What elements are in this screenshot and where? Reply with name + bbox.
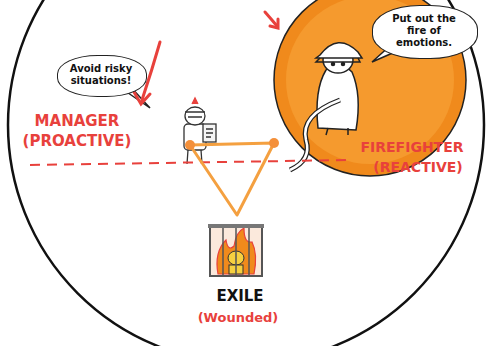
bubble-text: Avoid risky situations!: [68, 63, 134, 87]
speech-bubble: Put out the fire of emotions.: [372, 5, 478, 59]
part-state: (Wounded): [198, 311, 279, 325]
firefighter-figure: [290, 43, 362, 170]
divider-line: [30, 160, 350, 165]
fire-circle: [274, 0, 466, 176]
bubble-text: Put out the fire of emotions.: [383, 13, 465, 49]
manager-figure: [184, 98, 216, 164]
part-role: (PROACTIVE): [23, 133, 132, 150]
speech-bubble: Avoid risky situations!: [57, 55, 147, 97]
self-circle: [8, 0, 484, 346]
part-name: MANAGER: [35, 113, 120, 130]
part-name: EXILE: [216, 288, 263, 305]
pointer-arrow: [134, 12, 278, 104]
exile-cage: [208, 224, 264, 276]
relation-triangle: [185, 138, 279, 215]
part-name: FIREFIGHTER: [361, 140, 464, 155]
part-role: (REACTIVE): [373, 160, 462, 175]
